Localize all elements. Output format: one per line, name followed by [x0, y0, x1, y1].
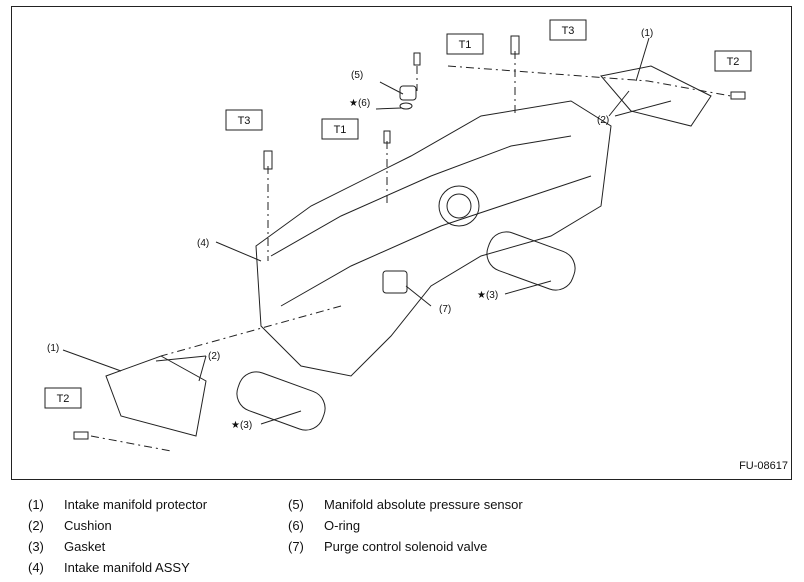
legend-text: Intake manifold protector	[64, 497, 208, 512]
o-ring	[399, 102, 413, 110]
torque-box-t2-right: T2	[714, 50, 752, 72]
legend-item: (3) Gasket	[28, 536, 207, 557]
torque-label: T3	[238, 115, 251, 127]
legend-text: Intake manifold ASSY	[64, 560, 190, 575]
throttle-bore	[438, 185, 480, 227]
map-sensor	[399, 85, 417, 101]
legend-number: (5)	[288, 497, 304, 512]
callout-3-left: ★(3)	[231, 420, 252, 431]
legend-left: (1)Intake manifold protector (2)Cushion …	[28, 494, 207, 578]
callout-2-right: (2)	[597, 115, 609, 126]
legend-number: (4)	[28, 560, 44, 575]
gasket-right	[486, 231, 576, 291]
legend-item: (1) Intake manifold protector	[28, 494, 207, 515]
callout-3-right: ★(3)	[477, 290, 498, 301]
legend-item: (7) Purge control solenoid valve	[288, 536, 523, 557]
torque-box-t3-left: T3	[225, 109, 263, 131]
figure-code: FU-08617	[739, 460, 788, 472]
torque-label: T1	[334, 124, 347, 136]
legend-item: (4) Intake manifold ASSY	[28, 557, 207, 578]
legend-text: Gasket	[64, 539, 106, 554]
legend-item: (6) O-ring	[288, 515, 523, 536]
legend-number: (2)	[28, 518, 44, 533]
protector-left	[105, 355, 207, 437]
callout-6: ★(6)	[349, 98, 370, 109]
torque-label: T2	[57, 393, 70, 405]
legend-number: (6)	[288, 518, 304, 533]
legend-text: Cushion	[64, 518, 112, 533]
callout-5: (5)	[351, 70, 363, 81]
legend-number: (1)	[28, 497, 44, 512]
torque-box-t3-top: T3	[549, 19, 587, 41]
intake-manifold-body	[255, 100, 612, 377]
legend-right: (5) Manifold absolute pressure sensor (6)…	[288, 494, 523, 557]
diagram-frame	[11, 6, 792, 480]
callout-1-right: (1)	[641, 28, 653, 39]
torque-box-t2-left: T2	[44, 387, 82, 409]
torque-label: T3	[562, 25, 575, 37]
callout-2-left: (2)	[208, 351, 220, 362]
callout-1-left: (1)	[47, 343, 59, 354]
exploded-diagram: T1 T3 T2 T3 T1 T2 (1) (5) (2) ★(6) (4) (…	[44, 19, 752, 452]
bolt-t2-right	[730, 91, 746, 100]
torque-box-t1-center: T1	[321, 118, 359, 140]
protector-right	[600, 65, 712, 127]
torque-label: T2	[727, 56, 740, 68]
legend-text: Manifold absolute pressure sensor	[324, 497, 523, 512]
callout-7: (7)	[439, 304, 451, 315]
legend-number: (7)	[288, 539, 304, 554]
legend-text: Purge control solenoid valve	[324, 539, 488, 554]
callout-4: (4)	[197, 238, 209, 249]
torque-label: T1	[459, 39, 472, 51]
legend-number: (3)	[28, 539, 44, 554]
torque-box-t1-top: T1	[446, 33, 484, 55]
bolt-t1-top	[413, 52, 421, 66]
legend-item: (2) Cushion	[28, 515, 207, 536]
bolt-t2-left	[73, 431, 89, 440]
purge-valve	[382, 270, 408, 294]
legend-text: O-ring	[324, 518, 361, 533]
legend-item: (5) Manifold absolute pressure sensor	[288, 494, 523, 515]
